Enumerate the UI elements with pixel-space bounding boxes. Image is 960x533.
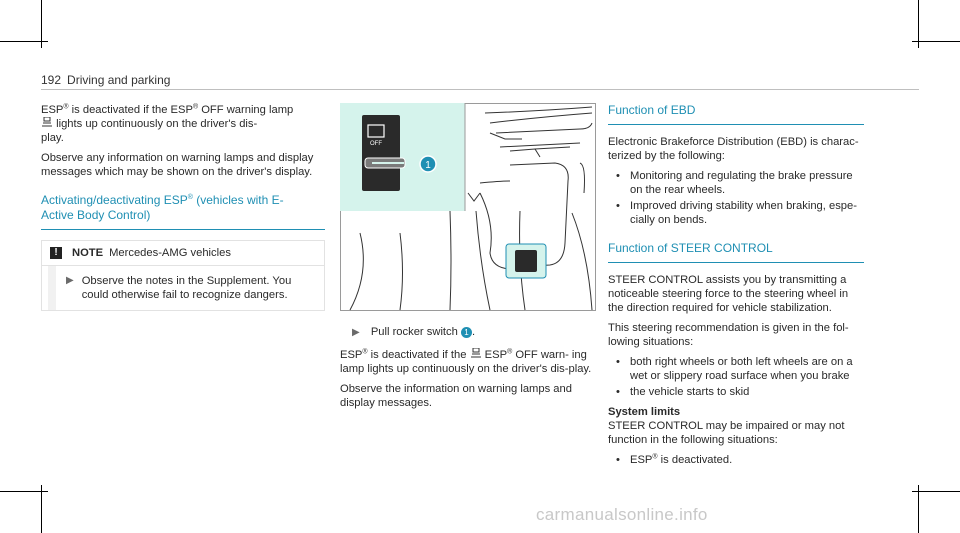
step-arrow-icon: ▶ bbox=[352, 327, 360, 338]
svg-text:OFF: OFF bbox=[370, 141, 382, 147]
note-stripe bbox=[48, 266, 56, 310]
heading-rule bbox=[608, 124, 864, 125]
watermark: carmanualsonline.info bbox=[536, 505, 708, 524]
steer-paragraph: STEER CONTROL assists you by transmittin… bbox=[608, 274, 849, 314]
crop-mark bbox=[41, 485, 42, 533]
page-header: 192 Driving and parking bbox=[41, 73, 170, 87]
note-title: NOTE bbox=[72, 247, 104, 259]
list-item: the vehicle starts to skid bbox=[608, 385, 864, 399]
esp-deactivated-paragraph: ESP® is deactivated if the ESP® OFF warn… bbox=[41, 103, 294, 144]
callout-inline-badge: 1 bbox=[460, 326, 472, 338]
callout-badge bbox=[419, 155, 437, 173]
crop-mark bbox=[41, 0, 42, 48]
crop-mark bbox=[0, 491, 48, 492]
callout-number: 1 bbox=[425, 160, 431, 171]
steer-situations-paragraph: This steering recommendation is given in… bbox=[608, 322, 849, 348]
header-rule bbox=[41, 89, 919, 90]
page-number: 192 bbox=[41, 73, 62, 87]
section-heading-esp: Activating/deactivating ESP® (vehicles w… bbox=[41, 193, 325, 230]
ebd-paragraph: Electronic Brakeforce Distribution (EBD)… bbox=[608, 136, 859, 162]
note-exclamation-icon: ! bbox=[50, 247, 62, 259]
left-column: ESP® is deactivated if the ESP® OFF warn… bbox=[41, 103, 325, 311]
heading-ebd: Function of EBD bbox=[608, 103, 696, 117]
note-subject: Mercedes-AMG vehicles bbox=[109, 247, 231, 259]
observe-paragraph: Observe any information on warning lamps… bbox=[41, 152, 314, 178]
right-column: Function of EBD Electronic Brakeforce Di… bbox=[608, 103, 864, 473]
note-text: Observe the notes in the Supplement. You… bbox=[81, 275, 292, 301]
crop-mark bbox=[912, 41, 960, 42]
step-instruction: ▶ Pull rocker switch 1. bbox=[352, 326, 476, 338]
esp-off-icon bbox=[470, 347, 481, 358]
list-item: both right wheels or both left wheels ar… bbox=[608, 355, 864, 383]
section-title: Driving and parking bbox=[67, 73, 171, 87]
note-box: ! NOTE Mercedes-AMG vehicles ▶ Observe t… bbox=[41, 240, 325, 311]
system-limits-heading: System limits bbox=[608, 406, 681, 418]
heading-steer-control: Function of STEER CONTROL bbox=[608, 241, 773, 255]
crop-mark bbox=[918, 0, 919, 48]
limits-paragraph: STEER CONTROL may be impaired or may not… bbox=[608, 420, 845, 446]
limits-list: ESP® is deactivated. bbox=[608, 453, 864, 467]
crop-mark bbox=[918, 485, 919, 533]
heading-rule bbox=[41, 229, 325, 230]
step-arrow-icon: ▶ bbox=[66, 275, 74, 286]
rocker-switch-illustration: OFF 1 bbox=[340, 103, 596, 311]
crop-mark bbox=[912, 491, 960, 492]
observe-paragraph: Observe the information on warning lamps… bbox=[340, 383, 572, 409]
list-item: Monitoring and regulating the brake pres… bbox=[608, 169, 864, 197]
esp-off-icon bbox=[42, 116, 52, 127]
crop-mark bbox=[0, 41, 48, 42]
heading-rule bbox=[608, 262, 864, 263]
ebd-list: Monitoring and regulating the brake pres… bbox=[608, 169, 864, 227]
list-item: ESP® is deactivated. bbox=[608, 453, 864, 467]
list-item: Improved driving stability when braking,… bbox=[608, 199, 864, 227]
steer-list: both right wheels or both left wheels ar… bbox=[608, 355, 864, 399]
esp-deactivated-paragraph: ESP® is deactivated if the ESP® OFF warn… bbox=[340, 347, 592, 375]
middle-column: OFF 1 ▶ Pull rocker switch 1. ESP® is de… bbox=[340, 103, 596, 416]
